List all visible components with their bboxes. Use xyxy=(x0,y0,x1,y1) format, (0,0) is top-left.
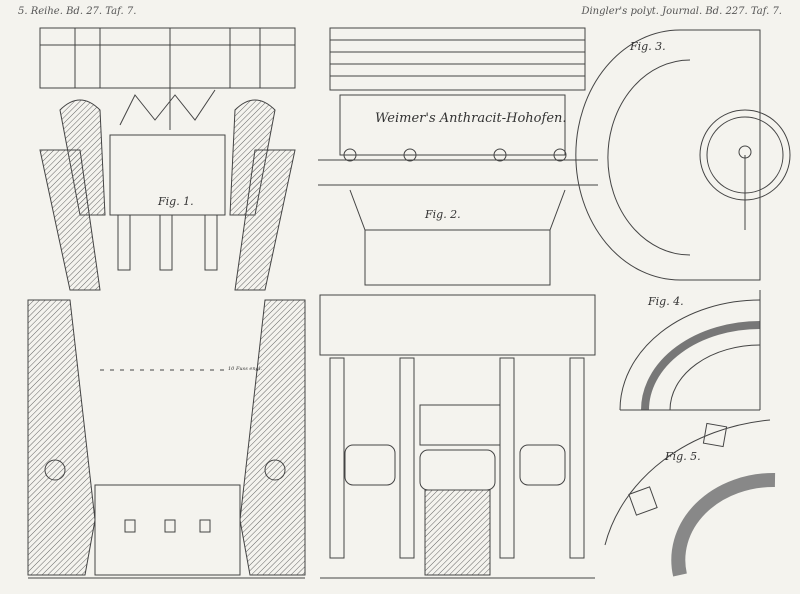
fig5-hearth-quarter xyxy=(604,419,776,577)
journal-label: Dingler's polyt. Journal. Bd. 227. Taf. … xyxy=(581,6,782,17)
plate-series-label: 5. Reihe. Bd. 27. Taf. 7. xyxy=(18,6,137,17)
fig2-furnace-columns xyxy=(319,294,596,579)
plate-title: Weimer's Anthracit-Hohofen. xyxy=(375,111,567,126)
fig4-ring-section xyxy=(619,290,761,411)
fig3-tuyere-plan xyxy=(575,29,791,281)
scale-label: 10 Fuss engl. xyxy=(228,366,262,372)
fig1-furnace-top xyxy=(39,27,296,291)
fig2-furnace-elevation xyxy=(318,27,598,286)
fig3-label: Fig. 3. xyxy=(629,40,666,53)
fig5-label: Fig. 5. xyxy=(664,450,701,463)
fig1-furnace-section xyxy=(27,299,306,579)
fig2-label: Fig. 2. xyxy=(424,208,461,221)
fig4-label: Fig. 4. xyxy=(647,295,684,308)
fig1-label: Fig. 1. xyxy=(157,195,194,208)
